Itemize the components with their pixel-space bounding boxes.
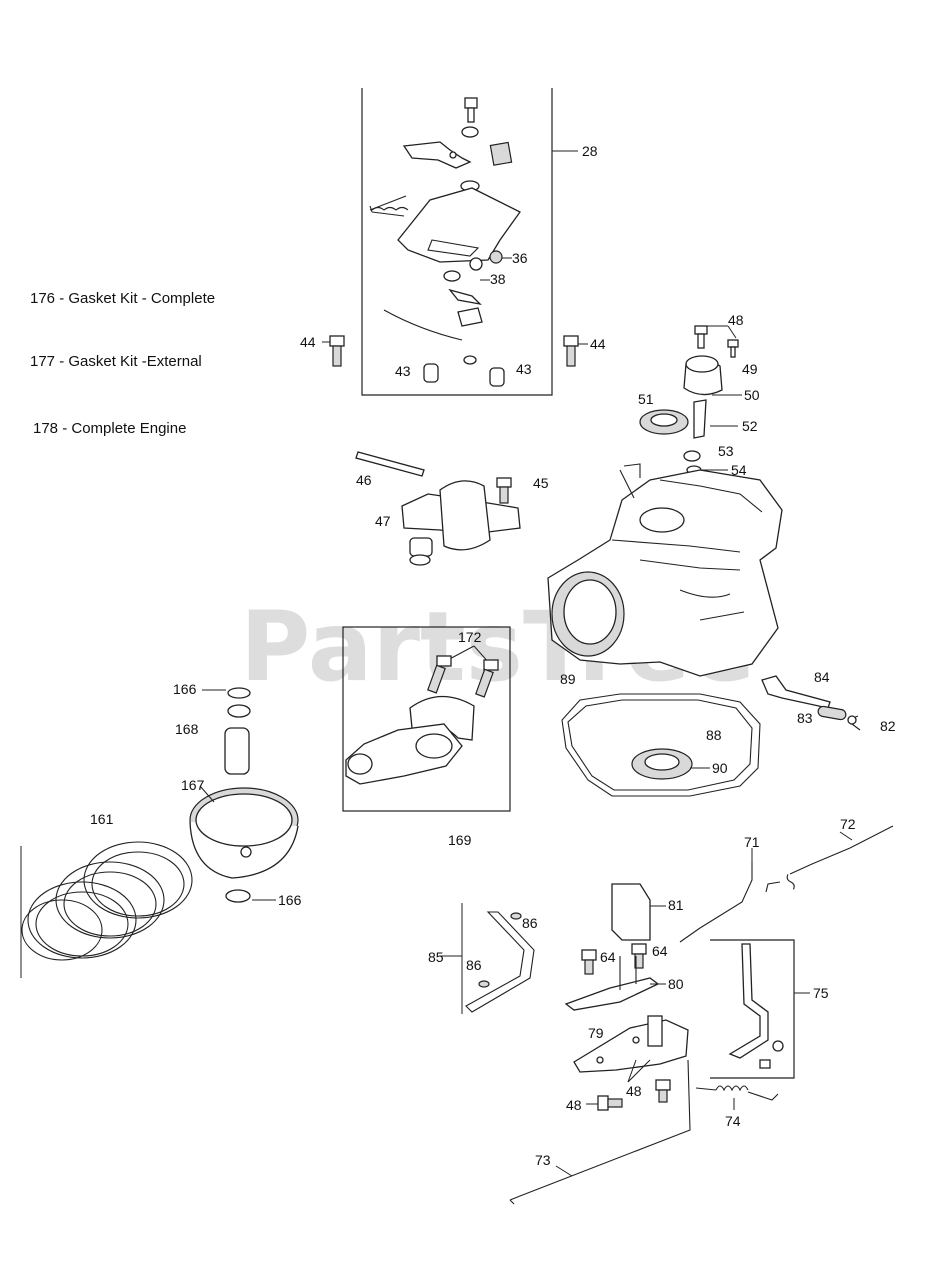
callout-43-right: 43 <box>516 361 532 377</box>
link-rod-71[interactable] <box>679 848 753 943</box>
callout-53: 53 <box>718 443 734 459</box>
callout-48-middle: 48 <box>626 1083 642 1099</box>
spring-74[interactable] <box>695 1085 779 1101</box>
callout-169: 169 <box>448 832 472 848</box>
bracket-79[interactable] <box>573 1015 689 1073</box>
callout-49: 49 <box>742 361 758 377</box>
callout-48-bottom: 48 <box>566 1097 582 1113</box>
callout-45: 45 <box>533 475 549 491</box>
callout-52: 52 <box>742 418 758 434</box>
callout-44-left: 44 <box>300 334 316 350</box>
kit-item-177: 177 - Gasket Kit -External <box>30 353 202 370</box>
callout-168: 168 <box>175 721 199 737</box>
callout-75: 75 <box>813 985 829 1001</box>
piston-pin-clips[interactable] <box>224 687 251 903</box>
callout-43-left: 43 <box>395 363 411 379</box>
crankcase-89[interactable] <box>547 463 783 677</box>
callout-172: 172 <box>458 629 482 645</box>
callout-48-top: 48 <box>728 312 744 328</box>
callout-64-right: 64 <box>652 943 668 959</box>
callout-161: 161 <box>90 811 114 827</box>
link-rod-72[interactable] <box>765 825 894 893</box>
oil-seal-90[interactable] <box>631 748 693 780</box>
callout-44-right: 44 <box>590 336 606 352</box>
callout-82: 82 <box>880 718 896 734</box>
callout-47: 47 <box>375 513 391 529</box>
callout-28: 28 <box>582 143 598 159</box>
bolt-48-bottom[interactable] <box>597 1095 623 1111</box>
connecting-rod-assembly[interactable] <box>342 626 511 812</box>
callout-83: 83 <box>797 710 813 726</box>
callout-85: 85 <box>428 949 444 965</box>
ignition-coil-47[interactable] <box>401 480 521 566</box>
link-rod-73[interactable] <box>509 1059 691 1205</box>
bolt-64-left[interactable] <box>581 949 597 975</box>
dipstick-46[interactable] <box>355 451 425 477</box>
piston-167[interactable] <box>189 787 299 879</box>
callout-71: 71 <box>744 834 760 850</box>
piston-rings-161[interactable] <box>20 841 193 978</box>
bracket-81[interactable] <box>611 883 666 941</box>
callout-84: 84 <box>814 669 830 685</box>
callout-74: 74 <box>725 1113 741 1129</box>
callout-166-bottom: 166 <box>278 892 302 908</box>
bolt-64-right[interactable] <box>631 943 647 969</box>
callout-81: 81 <box>668 897 684 913</box>
kit-item-176: 176 - Gasket Kit - Complete <box>30 290 215 307</box>
callout-38: 38 <box>490 271 506 287</box>
callout-36: 36 <box>512 250 528 266</box>
callout-86-top: 86 <box>522 915 538 931</box>
callout-50: 50 <box>744 387 760 403</box>
callout-90: 90 <box>712 760 728 776</box>
callout-86-bottom: 86 <box>466 957 482 973</box>
callout-72: 72 <box>840 816 856 832</box>
callout-167: 167 <box>181 777 205 793</box>
governor-cap-parts[interactable] <box>639 325 739 475</box>
bolt-48-small[interactable] <box>655 1079 671 1103</box>
kit-list: 176 - Gasket Kit - Complete 177 - Gasket… <box>30 290 215 437</box>
callout-79: 79 <box>588 1025 604 1041</box>
oil-pan-gasket-88[interactable] <box>561 693 761 797</box>
governor-lever-75[interactable] <box>710 939 810 1079</box>
bolt-44-right[interactable] <box>563 335 579 367</box>
callout-166-top: 166 <box>173 681 197 697</box>
callout-73: 73 <box>535 1152 551 1168</box>
bolt-44-left[interactable] <box>329 335 345 367</box>
callout-80: 80 <box>668 976 684 992</box>
throttle-bracket-assembly[interactable] <box>361 88 578 396</box>
callout-89: 89 <box>560 671 576 687</box>
kit-item-178: 178 - Complete Engine <box>33 420 186 437</box>
callout-54: 54 <box>731 462 747 478</box>
callout-88: 88 <box>706 727 722 743</box>
bolt-45[interactable] <box>496 477 512 504</box>
governor-shaft-84[interactable] <box>761 675 861 731</box>
callout-64-left: 64 <box>600 949 616 965</box>
callout-46: 46 <box>356 472 372 488</box>
callout-51: 51 <box>638 391 654 407</box>
choke-rod-85[interactable] <box>440 903 535 1014</box>
